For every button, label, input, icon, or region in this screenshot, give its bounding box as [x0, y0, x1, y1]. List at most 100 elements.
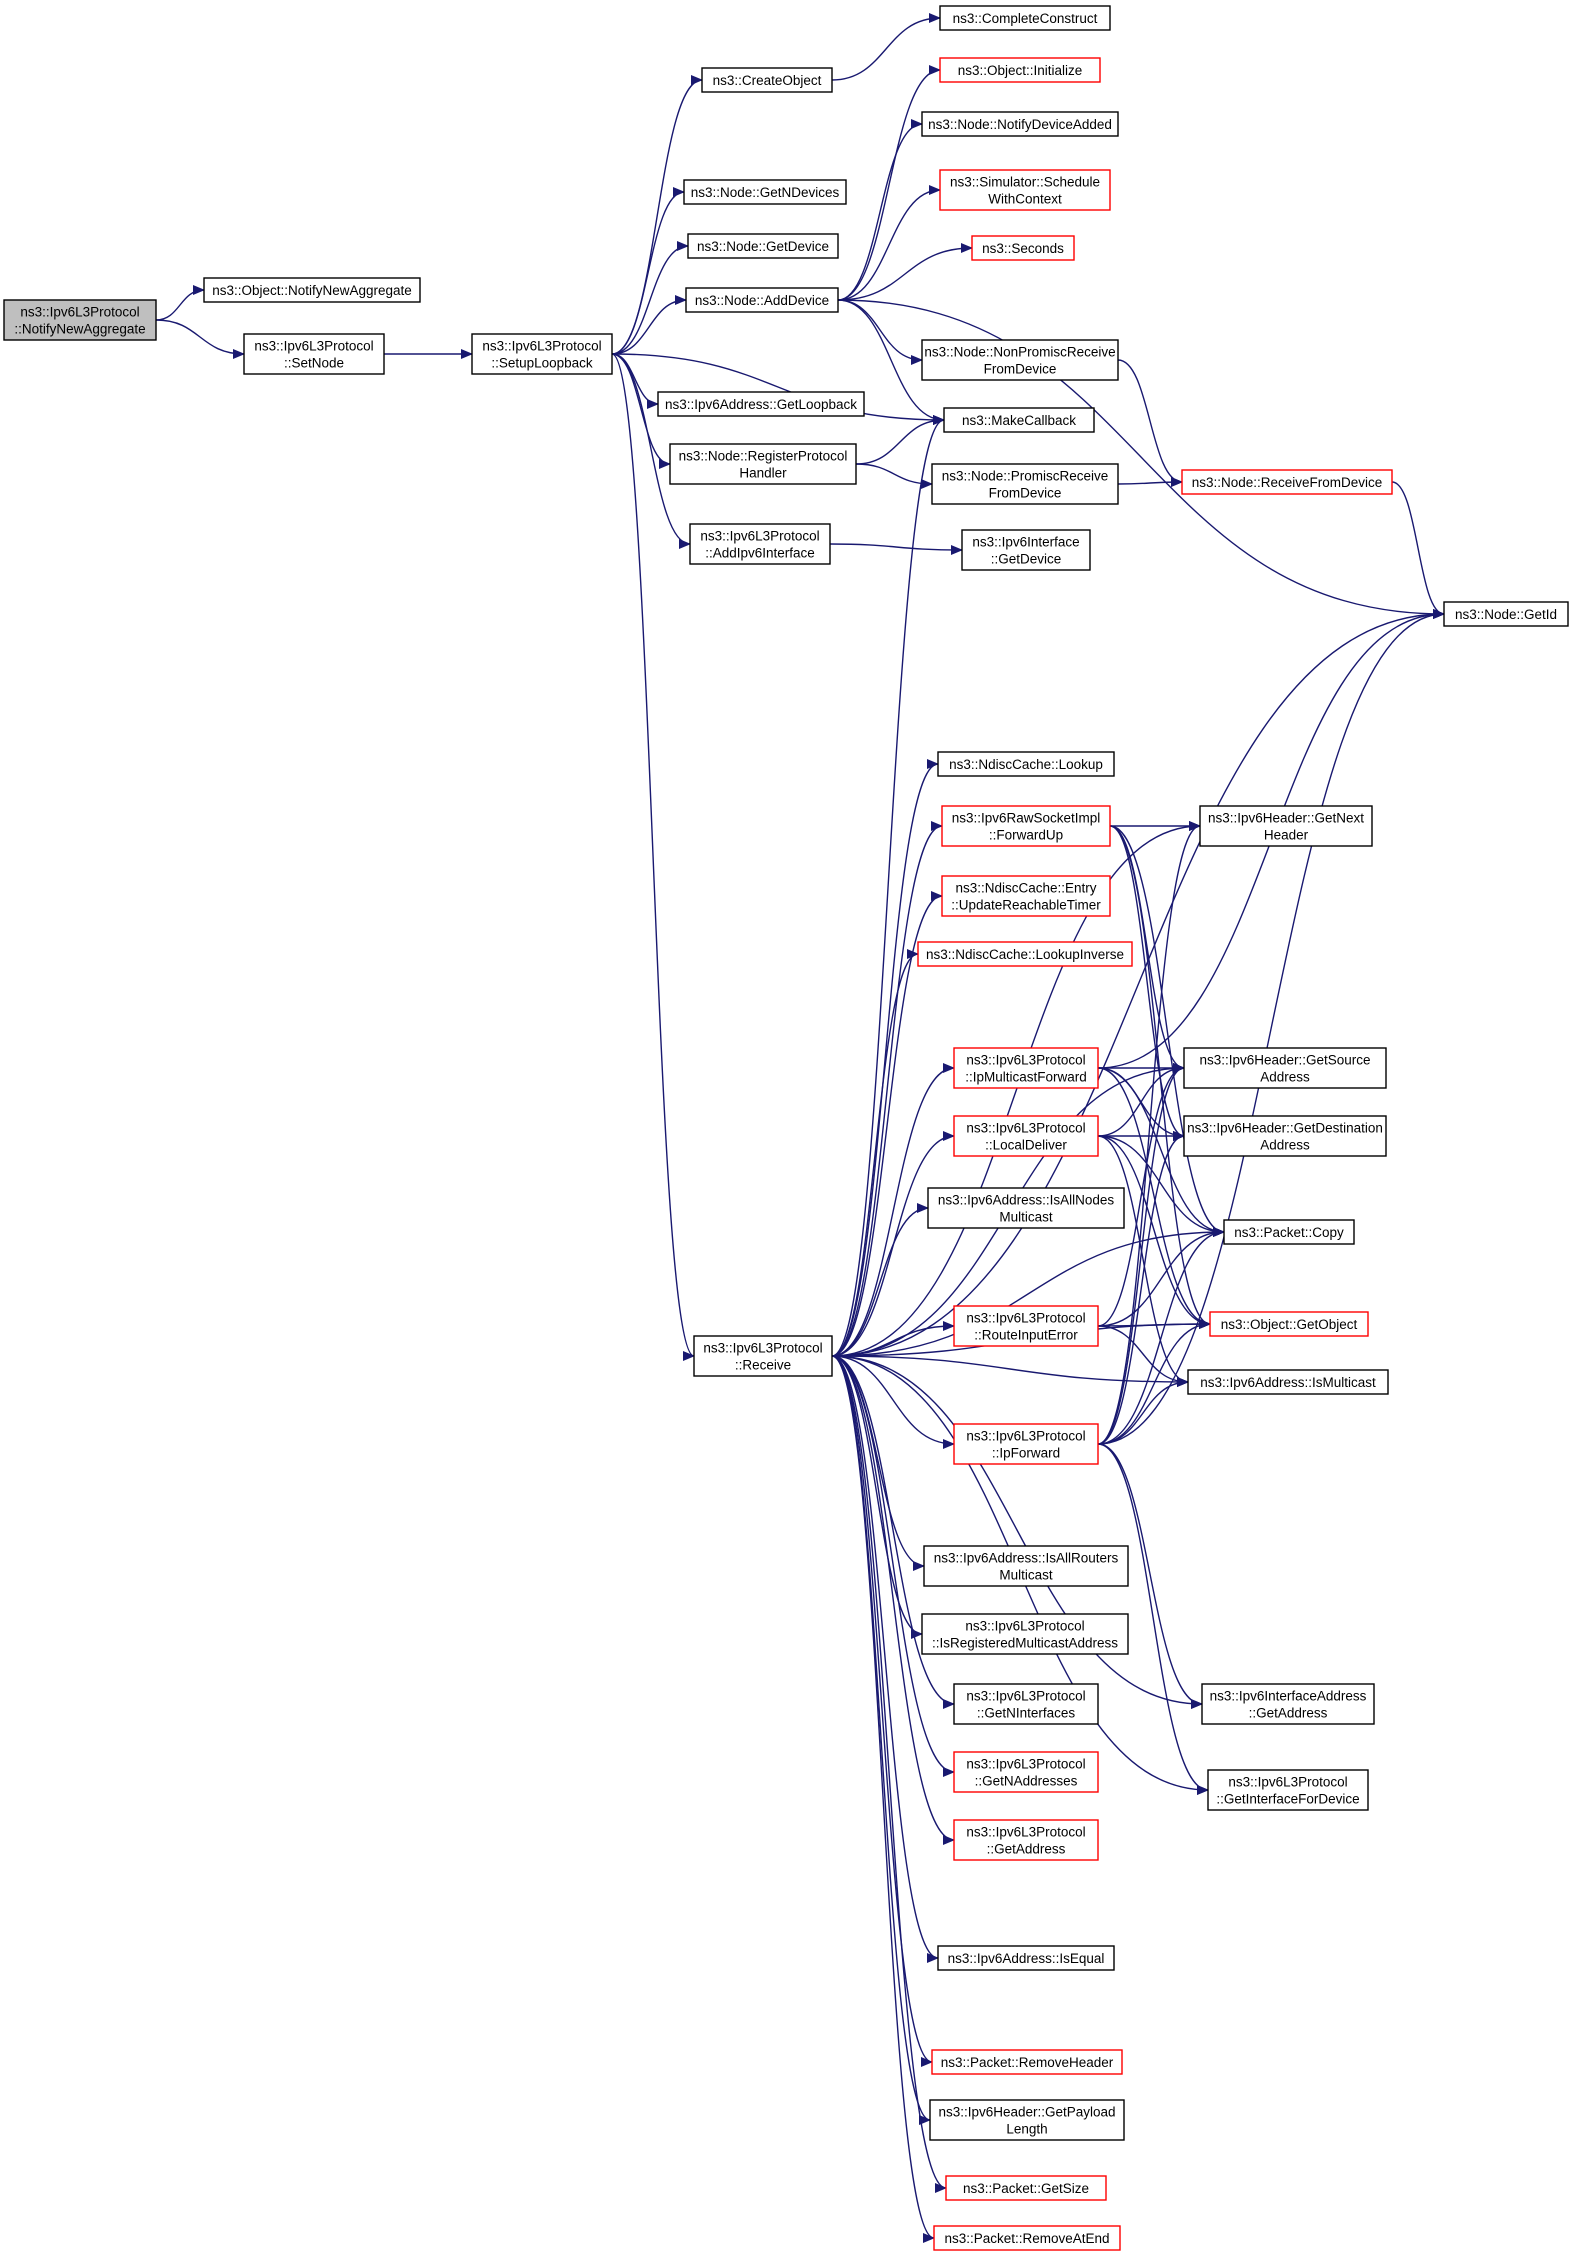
node-setnode[interactable]: ns3::Ipv6L3Protocol::SetNode: [243, 333, 385, 375]
node-addif[interactable]: ns3::Ipv6L3Protocol::AddIpv6Interface: [689, 523, 831, 565]
node-label: ns3::Ipv6L3Protocol: [20, 305, 139, 320]
edge-rawfwd-to-getobject: [1109, 825, 1211, 1329]
node-box: [1183, 1115, 1387, 1157]
node-getsize[interactable]: ns3::Packet::GetSize: [945, 2175, 1107, 2201]
node-ifgetdev[interactable]: ns3::Ipv6Interface::GetDevice: [961, 529, 1091, 571]
node-isregmcast[interactable]: ns3::Ipv6L3Protocol::IsRegisteredMultica…: [921, 1613, 1129, 1655]
node-getndevices[interactable]: ns3::Node::GetNDevices: [683, 179, 847, 205]
node-rawfwd[interactable]: ns3::Ipv6RawSocketImpl::ForwardUp: [941, 805, 1111, 847]
node-label: ::NotifyNewAggregate: [14, 322, 145, 337]
edge-receive-to-getsize: [831, 1355, 947, 2193]
node-label: ::UpdateReachableTimer: [951, 898, 1101, 913]
node-routeerr[interactable]: ns3::Ipv6L3Protocol::RouteInputError: [953, 1305, 1099, 1347]
node-ismulticast[interactable]: ns3::Ipv6Address::IsMulticast: [1187, 1369, 1389, 1395]
edge-ipmcast-to-pktcopy: [1097, 1067, 1225, 1237]
edge-regproto-to-makecallback: [855, 415, 945, 465]
node-ifaddrget[interactable]: ns3::Ipv6InterfaceAddress::GetAddress: [1201, 1683, 1375, 1725]
node-box: [243, 333, 385, 375]
edge-receive-to-ndiscinv: [831, 949, 919, 1357]
node-box: [921, 1613, 1129, 1655]
node-label: ns3::Ipv6Header::GetNext: [1208, 811, 1364, 826]
node-box: [1181, 469, 1393, 495]
node-nodegetid[interactable]: ns3::Node::GetId: [1443, 601, 1569, 627]
node-box: [971, 235, 1075, 261]
edge-receive-to-getnaddr: [831, 1355, 955, 1777]
node-label: Multicast: [999, 1210, 1053, 1225]
node-getloopback[interactable]: ns3::Ipv6Address::GetLoopback: [657, 391, 865, 417]
edge-adddevice-to-notifydevadded: [837, 119, 923, 301]
node-label: ns3::Ipv6L3Protocol: [482, 339, 601, 354]
node-obj_notify[interactable]: ns3::Object::NotifyNewAggregate: [203, 277, 421, 303]
node-box: [961, 529, 1091, 571]
edge-receive-to-isequal: [831, 1355, 939, 1963]
node-label: ::IsRegisteredMulticastAddress: [932, 1636, 1118, 1651]
node-adddevice[interactable]: ns3::Node::AddDevice: [685, 287, 839, 313]
node-box: [953, 1423, 1099, 1465]
edge-setuploop-to-getdevice: [611, 241, 689, 355]
edges-layer: [155, 13, 1445, 2243]
edge-routeerr-to-pktcopy: [1097, 1227, 1225, 1327]
node-getnif[interactable]: ns3::Ipv6L3Protocol::GetNInterfaces: [953, 1683, 1099, 1725]
node-root[interactable]: ns3::Ipv6L3Protocol::NotifyNewAggregate: [3, 299, 157, 341]
node-getnaddr[interactable]: ns3::Ipv6L3Protocol::GetNAddresses: [953, 1751, 1099, 1793]
node-setuploop[interactable]: ns3::Ipv6L3Protocol::SetupLoopback: [471, 333, 613, 375]
node-ndiscinv[interactable]: ns3::NdiscCache::LookupInverse: [917, 941, 1133, 967]
node-isequal[interactable]: ns3::Ipv6Address::IsEqual: [937, 1945, 1115, 1971]
node-label: ns3::Simulator::Schedule: [950, 175, 1100, 190]
edge-receive-to-removeheader: [831, 1355, 933, 2067]
node-ndiscentry[interactable]: ns3::NdiscCache::Entry::UpdateReachableT…: [941, 875, 1111, 917]
node-localdeliver[interactable]: ns3::Ipv6L3Protocol::LocalDeliver: [953, 1115, 1099, 1157]
node-box: [927, 1187, 1125, 1229]
node-notifydevadded[interactable]: ns3::Node::NotifyDeviceAdded: [921, 111, 1119, 137]
node-label: ns3::Ipv6L3Protocol: [700, 529, 819, 544]
node-box: [921, 111, 1119, 137]
node-completeconstruct[interactable]: ns3::CompleteConstruct: [939, 5, 1111, 31]
edge-setuploop-to-receive: [611, 353, 695, 1361]
node-removeatend[interactable]: ns3::Packet::RemoveAtEnd: [933, 2225, 1121, 2251]
edge-adddevice-to-nonpromisc: [837, 299, 923, 365]
node-ipmcast[interactable]: ns3::Ipv6L3Protocol::IpMulticastForward: [953, 1047, 1099, 1089]
node-recvfromdev[interactable]: ns3::Node::ReceiveFromDevice: [1181, 469, 1393, 495]
edge-localdeliver-to-getobject: [1097, 1135, 1211, 1329]
node-box: [683, 179, 847, 205]
node-createobj[interactable]: ns3::CreateObject: [701, 67, 833, 93]
node-makecallback[interactable]: ns3::MakeCallback: [943, 407, 1095, 433]
node-ipforward[interactable]: ns3::Ipv6L3Protocol::IpForward: [953, 1423, 1099, 1465]
node-receive[interactable]: ns3::Ipv6L3Protocol::Receive: [693, 1335, 833, 1377]
node-box: [471, 333, 613, 375]
node-label: ::LocalDeliver: [985, 1138, 1067, 1153]
node-getiffordev[interactable]: ns3::Ipv6L3Protocol::GetInterfaceForDevi…: [1207, 1769, 1369, 1811]
node-box: [931, 463, 1119, 505]
node-label: ns3::Object::Initialize: [958, 63, 1083, 78]
edge-ipforward-to-dstaddr: [1097, 1131, 1185, 1445]
node-box: [953, 1115, 1099, 1157]
node-pktcopy[interactable]: ns3::Packet::Copy: [1223, 1219, 1355, 1245]
node-removeheader[interactable]: ns3::Packet::RemoveHeader: [931, 2049, 1123, 2075]
node-box: [669, 443, 857, 485]
node-seconds[interactable]: ns3::Seconds: [971, 235, 1075, 261]
node-objinit[interactable]: ns3::Object::Initialize: [939, 57, 1101, 83]
node-box: [693, 1335, 833, 1377]
node-getaddress[interactable]: ns3::Ipv6L3Protocol::GetAddress: [953, 1819, 1099, 1861]
node-box: [687, 233, 839, 259]
node-getobject[interactable]: ns3::Object::GetObject: [1209, 1311, 1369, 1337]
node-label: ns3::Node::RegisterProtocol: [679, 449, 848, 464]
edge-receive-to-ifaddrget: [831, 1355, 1203, 1709]
node-label: ::ForwardUp: [989, 828, 1063, 843]
edge-rawfwd-to-dstaddr: [1109, 825, 1185, 1141]
node-ndisclookup[interactable]: ns3::NdiscCache::Lookup: [937, 751, 1115, 777]
node-getdevice[interactable]: ns3::Node::GetDevice: [687, 233, 839, 259]
node-box: [937, 1945, 1115, 1971]
edge-setuploop-to-adddevice: [611, 295, 687, 355]
node-box: [657, 391, 865, 417]
